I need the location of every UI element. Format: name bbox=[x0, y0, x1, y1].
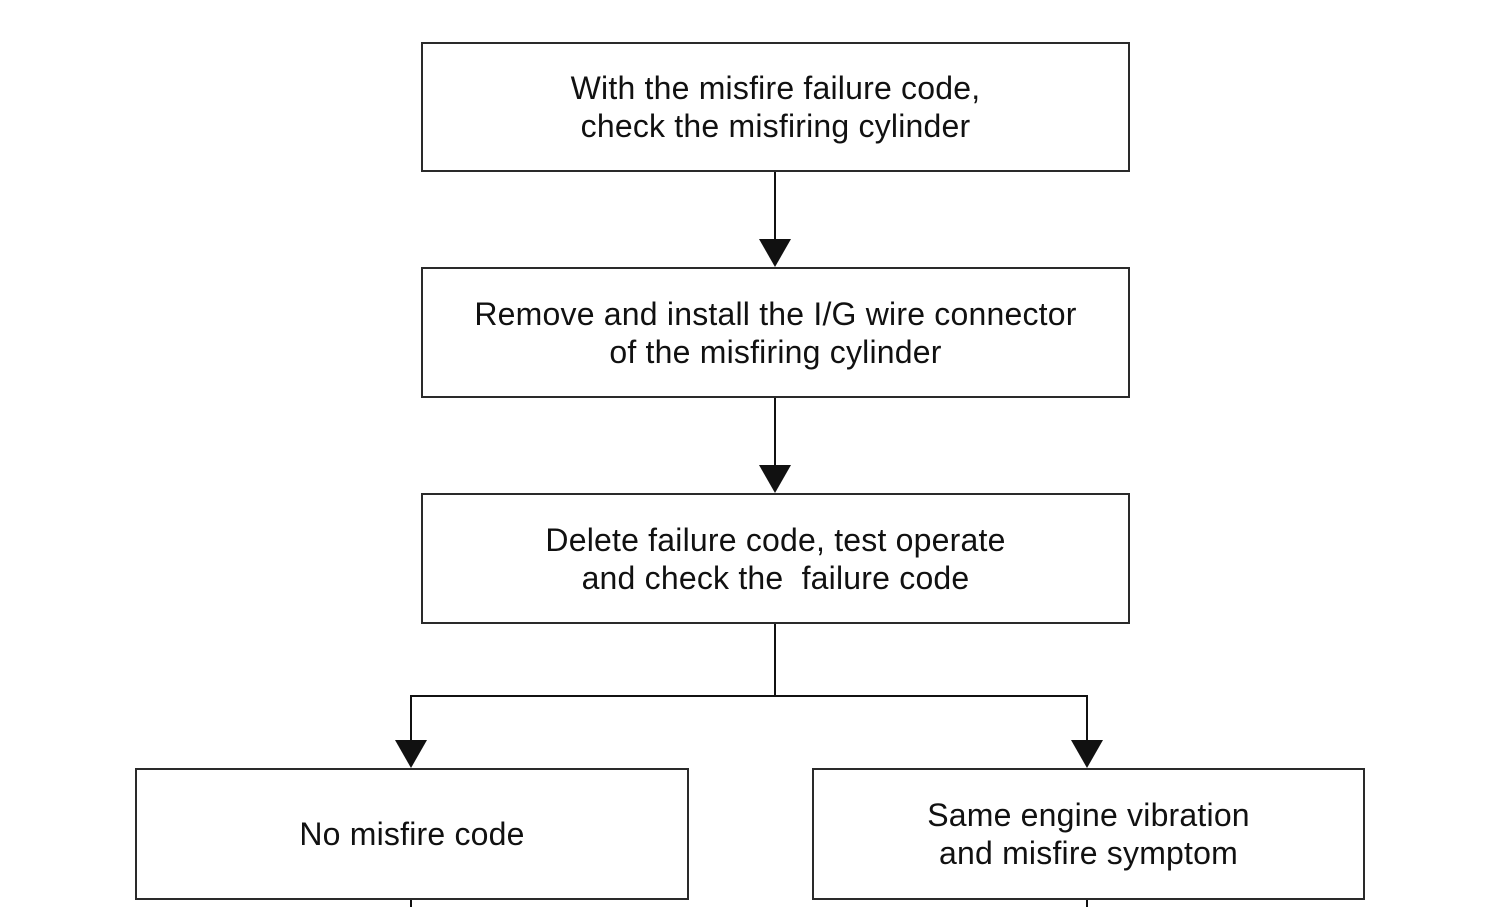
step-reinstall-ig-connector: Remove and install the I/G wire connecto… bbox=[421, 267, 1130, 398]
arrowhead-to-same-symptom bbox=[1071, 740, 1103, 768]
outcome-no-misfire-code: No misfire code bbox=[135, 768, 689, 900]
outcome-2-line-1: Same engine vibration bbox=[927, 797, 1250, 833]
outcome-same-vibration-and-misfire: Same engine vibration and misfire sympto… bbox=[812, 768, 1365, 900]
connector-step3-branch-right bbox=[775, 695, 1088, 741]
outcome-1-line-1: No misfire code bbox=[299, 816, 525, 852]
step-2-line-1: Remove and install the I/G wire connecto… bbox=[474, 295, 1077, 332]
arrowhead-to-no-misfire bbox=[395, 740, 427, 768]
step-3-line-2: and check the failure code bbox=[581, 559, 970, 596]
connector-step3-branch bbox=[410, 624, 776, 741]
outcome-2-line-2: and misfire symptom bbox=[939, 835, 1238, 871]
step-1-line-2: check the misfiring cylinder bbox=[580, 108, 971, 144]
step-2-line-2: of the misfiring cylinder bbox=[609, 333, 942, 370]
step-check-misfiring-cylinder: With the misfire failure code, check the… bbox=[421, 42, 1130, 172]
arrowhead-to-step3 bbox=[759, 465, 791, 493]
step-delete-code-and-test: Delete failure code, test operate and ch… bbox=[421, 493, 1130, 624]
arrowhead-to-step2 bbox=[759, 239, 791, 267]
step-1-line-1: With the misfire failure code, bbox=[570, 70, 981, 106]
step-3-line-1: Delete failure code, test operate bbox=[545, 521, 1006, 558]
